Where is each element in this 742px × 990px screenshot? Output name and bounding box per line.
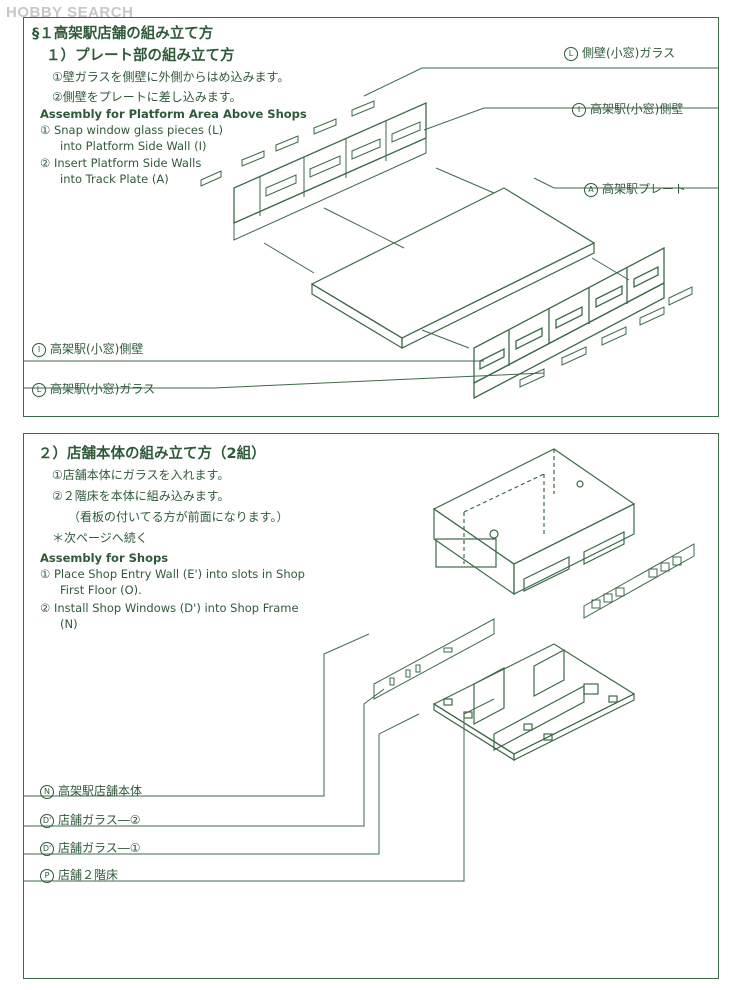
rear-side-wall: [233, 102, 427, 241]
leader-line-N: [24, 633, 370, 797]
leader-line-P: [24, 698, 495, 882]
shop-body: [432, 448, 636, 596]
english-title: Assembly for Shops: [40, 551, 169, 565]
jp-step-note: （看板の付いてる方が前面になります。）: [68, 510, 289, 524]
section-title: §１高架駅店舗の組み立て方: [32, 26, 214, 42]
platform-assembly-diagram: [24, 67, 718, 400]
jp-step-1: ①壁ガラスを側壁に外側からはめ込みます。: [52, 70, 290, 84]
jp-step-1: ①店舗本体にガラスを入れます。: [52, 468, 230, 482]
panel-platform-assembly: §１高架駅店舗の組み立て方 １）プレート部の組み立て方 ①壁ガラスを側壁に外側か…: [23, 17, 719, 417]
jp-step-2: ②２階床を本体に組み込みます。: [52, 489, 230, 503]
panel-shop-assembly: ２）店舗本体の組み立て方（2組） ①店舗本体にガラスを入れます。 ②２階床を本体…: [23, 433, 719, 979]
en-step-1-line1: Place Shop Entry Wall (E') into slots in…: [53, 567, 305, 581]
en-step-1-num: ①: [40, 123, 51, 137]
en-step-1-line1: Snap window glass pieces (L): [53, 123, 224, 137]
en-step-1: ① Place Shop Entry Wall (E') into slots …: [40, 566, 305, 598]
section-title: ２）店舗本体の組み立て方（2組）: [38, 446, 266, 462]
en-step-2-line2: (N): [60, 617, 78, 631]
jp-step-2: ②側壁をプレートに差し込みます。: [52, 90, 242, 104]
en-step-2: ② Insert Platform Side Walls into Track …: [40, 155, 201, 187]
shop-window-strip: [583, 543, 695, 619]
shop-second-floor: [432, 643, 636, 762]
en-step-1-num: ①: [40, 567, 51, 581]
front-side-wall: [473, 246, 665, 400]
leader-line-L-top: [363, 67, 718, 97]
jp-continued: ＊次ページへ続く: [52, 531, 148, 545]
label-shop-glass-1: D'店舗ガラス―①: [40, 839, 141, 856]
leader-line-D2: [24, 688, 385, 827]
track-plate: [310, 187, 596, 350]
shop-entry-wall: [373, 618, 495, 700]
front-glass-pieces: [519, 286, 693, 388]
leader-line-I-top: [423, 107, 718, 131]
watermark: HOBBY SEARCH: [6, 4, 134, 21]
leader-line-L-bottom: [24, 372, 545, 389]
leader-line-A: [533, 177, 718, 189]
rear-glass-pieces: [200, 100, 375, 187]
en-step-2-num: ②: [40, 601, 51, 615]
section-subtitle: １）プレート部の組み立て方: [46, 48, 235, 64]
en-step-2-num: ②: [40, 156, 51, 170]
en-step-2-line1: Insert Platform Side Walls: [53, 156, 202, 170]
leader-line-D1: [24, 713, 420, 855]
en-step-1: ① Snap window glass pieces (L) into Plat…: [40, 122, 223, 154]
shop-assembly-diagram: [24, 448, 695, 882]
en-step-1-line2: First Floor (O).: [60, 583, 142, 597]
english-title: Assembly for Platform Area Above Shops: [40, 107, 307, 121]
label-shop-glass-2: D'店舗ガラス―②: [40, 811, 141, 828]
en-step-2-line1: Install Shop Windows (D') into Shop Fram…: [53, 601, 299, 615]
en-step-2: ② Install Shop Windows (D') into Shop Fr…: [40, 600, 299, 632]
en-step-1-line2: into Platform Side Wall (I): [60, 139, 207, 153]
en-step-2-line2: into Track Plate (A): [60, 172, 169, 186]
